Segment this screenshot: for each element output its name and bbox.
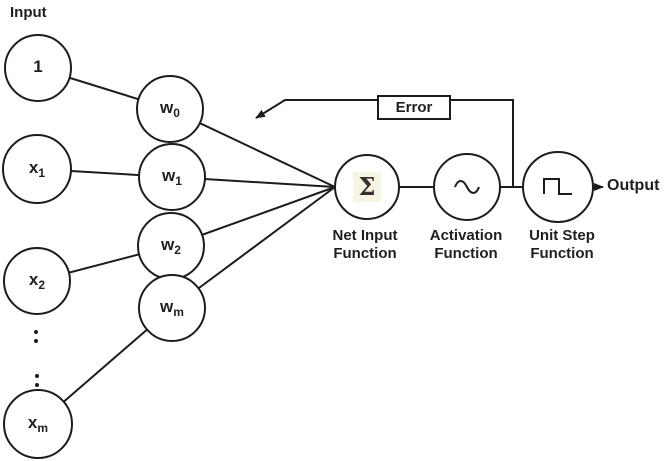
input-group-label: Input bbox=[10, 4, 47, 21]
vertical-ellipsis-icon bbox=[34, 339, 38, 343]
input-node-xm: xm bbox=[3, 389, 73, 459]
error-box: Error bbox=[377, 95, 451, 120]
weight-node-w2-label: w2 bbox=[161, 235, 181, 257]
unit-step-function-label: Unit Step Function bbox=[529, 227, 595, 262]
weight-node-w1-label: w1 bbox=[162, 166, 182, 188]
weight-node-wm-label: wm bbox=[160, 297, 184, 319]
weight-node-w0: w0 bbox=[136, 75, 204, 143]
step-function-icon bbox=[543, 178, 572, 195]
input-node-bias: 1 bbox=[4, 34, 72, 102]
output-label: Output bbox=[607, 177, 660, 194]
error-label: Error bbox=[395, 99, 433, 116]
net-input-function-label: Net Input Function bbox=[332, 227, 398, 262]
activation-node bbox=[433, 153, 501, 221]
activation-function-label: Activation Function bbox=[429, 227, 503, 262]
input-node-x1-label: x1 bbox=[28, 158, 46, 180]
weight-node-w1: w1 bbox=[138, 143, 206, 211]
input-node-xm-label: xm bbox=[27, 413, 49, 435]
vertical-ellipsis-icon bbox=[35, 383, 39, 387]
net-input-node: Σ bbox=[334, 154, 400, 220]
unit-step-node bbox=[522, 151, 594, 223]
input-node-x1: x1 bbox=[2, 134, 72, 204]
weight-node-w2: w2 bbox=[137, 212, 205, 280]
input-node-bias-label: 1 bbox=[33, 57, 43, 76]
weight-node-wm: wm bbox=[138, 274, 206, 342]
input-node-x2-label: x2 bbox=[28, 270, 46, 292]
sigma-icon: Σ bbox=[352, 172, 382, 202]
input-node-x2: x2 bbox=[3, 247, 71, 315]
sine-wave-icon bbox=[454, 180, 480, 194]
weight-node-w0-label: w0 bbox=[160, 98, 180, 120]
vertical-ellipsis-icon bbox=[34, 330, 38, 334]
vertical-ellipsis-icon bbox=[35, 374, 39, 378]
